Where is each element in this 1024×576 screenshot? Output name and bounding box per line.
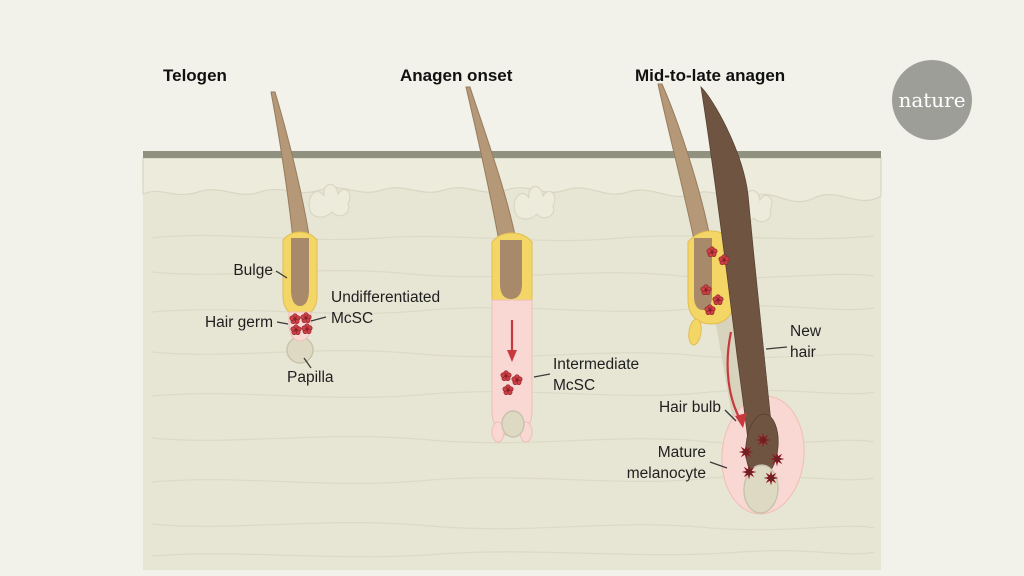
- anagen-onset-papilla: [501, 410, 525, 438]
- label-undifferentiated-mcsc-line1: Undifferentiated: [331, 289, 440, 306]
- leader-bulge: [275, 270, 288, 279]
- label-bulge: Bulge: [233, 262, 273, 279]
- follicle-telogen: [270, 91, 318, 364]
- mid-anagen-bulge-tail: [688, 318, 702, 346]
- follicle-anagen-onset: [465, 86, 533, 443]
- stage-title-anagen-onset: Anagen onset: [400, 66, 513, 85]
- melanocyte-cell-icon: [756, 433, 770, 447]
- leader-lines: [275, 270, 788, 469]
- melanocyte-cell-icon: [739, 445, 753, 459]
- leader-mature-melanocyte: [709, 461, 728, 469]
- melanocyte-cell-icon: [770, 452, 784, 466]
- logo-wordmark: nature: [898, 88, 965, 112]
- labels: Bulge Hair germ Undifferentiated McSC Pa…: [205, 262, 822, 482]
- skin-surface-line: [143, 151, 881, 158]
- leader-undifferentiated-mcsc: [310, 316, 327, 322]
- stage-titles: Telogen Anagen onset Mid-to-late anagen: [163, 66, 785, 85]
- label-new-hair-line2: hair: [790, 344, 816, 361]
- label-hair-germ: Hair germ: [205, 314, 273, 331]
- leader-intermediate-mcsc: [533, 373, 551, 378]
- stage-title-mid-to-late-anagen: Mid-to-late anagen: [635, 66, 785, 85]
- leader-hair-germ: [276, 321, 289, 325]
- label-mature-melanocyte-line1: Mature: [658, 444, 706, 461]
- label-intermediate-mcsc-line2: McSC: [553, 377, 595, 394]
- label-mature-melanocyte-line2: melanocyte: [627, 465, 706, 482]
- label-new-hair-line1: New: [790, 323, 822, 340]
- label-intermediate-mcsc-line1: Intermediate: [553, 356, 639, 373]
- anagen-onset-club-hair: [500, 240, 522, 299]
- telogen-club-hair: [291, 238, 309, 306]
- leader-papilla: [303, 357, 312, 369]
- migration-arrowhead: [507, 350, 517, 362]
- migration-arrowhead-curved: [735, 413, 747, 428]
- label-undifferentiated-mcsc-line2: McSC: [331, 310, 373, 327]
- stage-title-telogen: Telogen: [163, 66, 227, 85]
- follicle-mid-to-late-anagen: [657, 83, 805, 515]
- leader-new-hair: [765, 346, 788, 350]
- logo-circle: [892, 60, 972, 140]
- nature-logo: nature: [892, 60, 972, 140]
- label-hair-bulb: Hair bulb: [659, 399, 721, 416]
- melanocyte-cell-icon: [742, 465, 756, 479]
- leader-hair-bulb: [724, 409, 737, 422]
- migration-arrow-curved: [726, 331, 742, 422]
- epidermis-lobe-2: [513, 185, 556, 220]
- label-papilla: Papilla: [287, 369, 334, 386]
- melanocyte-cell-icon: [764, 471, 778, 485]
- epidermis-lobe-1: [308, 183, 351, 218]
